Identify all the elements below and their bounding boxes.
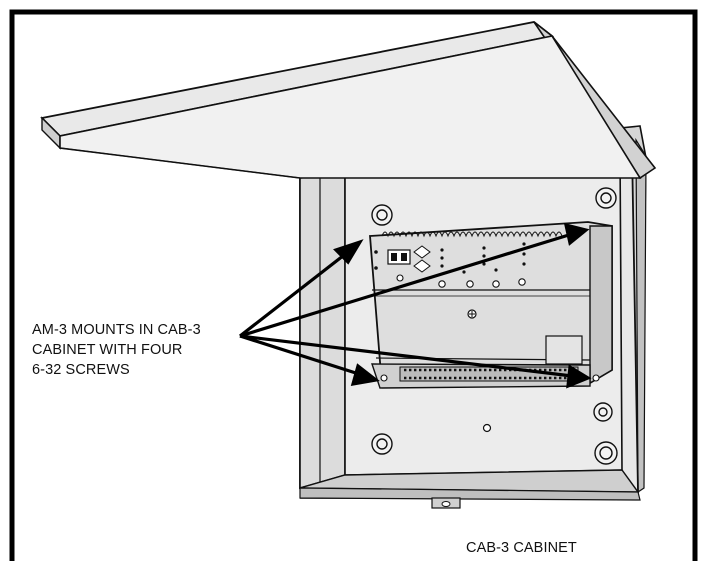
arrow-top-right	[239, 232, 573, 338]
callout-line-2: CABINET WITH FOUR	[32, 342, 183, 358]
border-frame	[9, 9, 698, 561]
mounting-callout: AM-3 MOUNTS IN CAB-3 CABINET WITH FOUR 6…	[32, 320, 201, 380]
callout-line-3: 6-32 SCREWS	[32, 362, 130, 378]
mounting-holes	[371, 187, 618, 465]
am3-module	[369, 221, 613, 389]
arrow-bottom-right	[239, 334, 573, 378]
callout-arrows	[239, 222, 592, 389]
arrow-top-left	[239, 250, 349, 338]
callout-line-1: AM-3 MOUNTS IN CAB-3	[32, 322, 201, 338]
cabinet-left-flange	[299, 173, 346, 490]
cabinet-caption: CAB-3 CABINET	[466, 540, 577, 556]
arrow-bottom-left	[239, 334, 363, 377]
